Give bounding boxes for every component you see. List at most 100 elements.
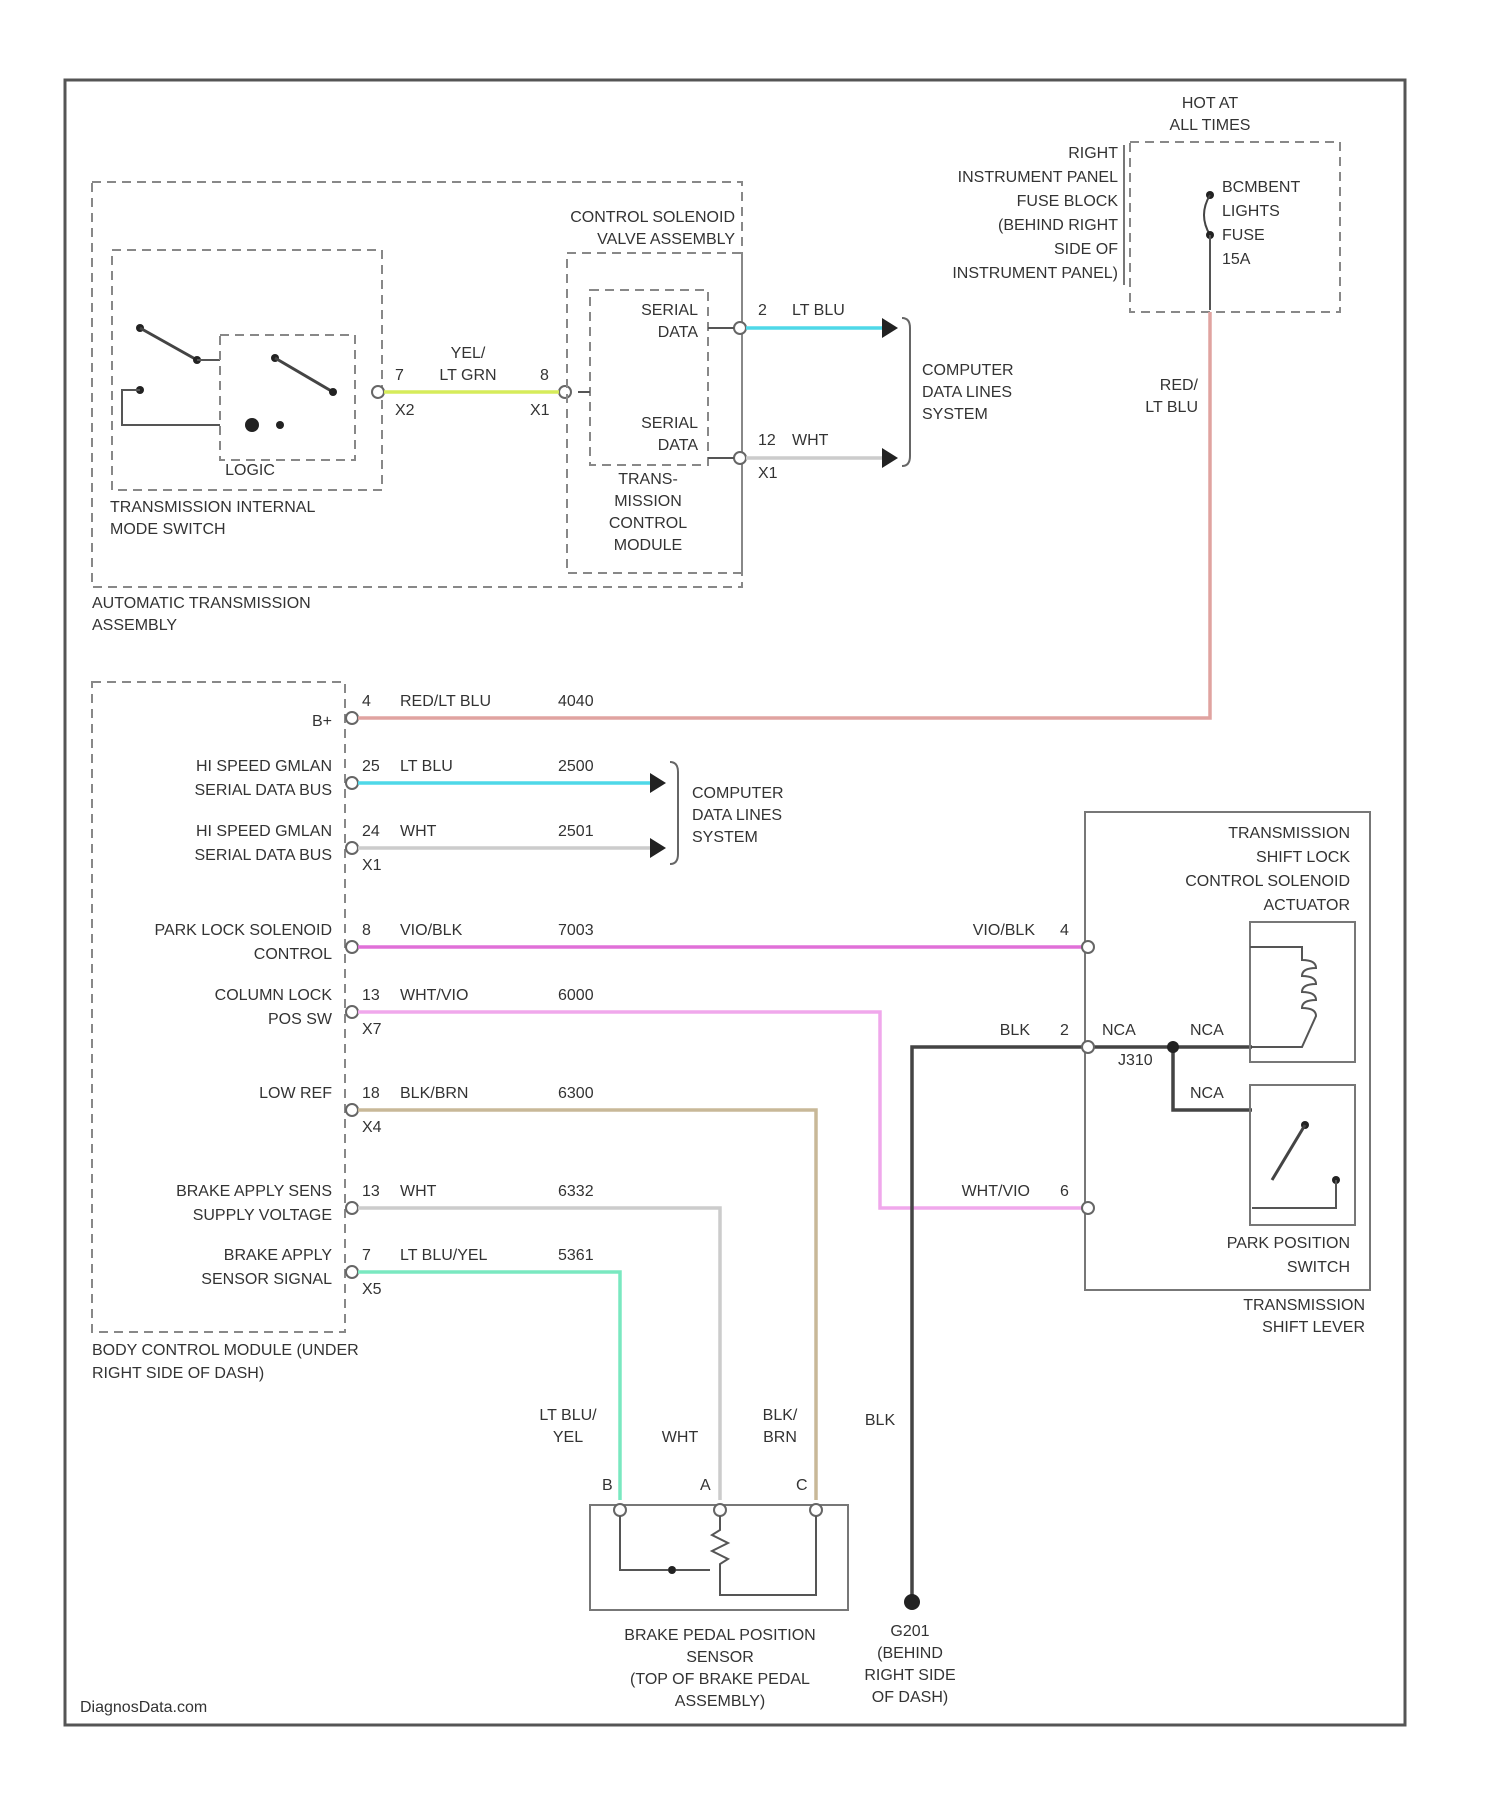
- bcm-connector-2: X1: [362, 857, 382, 874]
- bcm-circuit-name-6-line1: BRAKE APPLY SENS: [176, 1183, 332, 1200]
- actuator-label-1: TRANSMISSION: [1228, 825, 1350, 842]
- solenoid-label-1: CONTROL SOLENOID: [570, 209, 735, 226]
- tcm-data-lines-2: DATA LINES: [922, 384, 1012, 401]
- bcm-circuit-name-6-line2: SUPPLY VOLTAGE: [193, 1207, 332, 1224]
- fuse-wire-color-2: LT BLU: [1145, 399, 1198, 416]
- bcm-circuit-number-5: 6300: [558, 1085, 594, 1102]
- logic-label: LOGIC: [225, 462, 275, 479]
- bcm-circuit-number-4: 6000: [558, 987, 594, 1004]
- tcm-wht-pin: [734, 452, 746, 464]
- bcm-wire-color-4: WHT/VIO: [400, 987, 468, 1004]
- shift-blk-pin-number: 2: [1060, 1022, 1069, 1039]
- fuse-panel-label-1: RIGHT: [1068, 145, 1118, 162]
- transmission-assembly-label-1: AUTOMATIC TRANSMISSION: [92, 595, 311, 612]
- tcm-ltblu-arrow: [882, 318, 898, 338]
- switch-2-blade: [275, 358, 333, 392]
- solenoid-coil-icon: [1250, 947, 1316, 1047]
- bcm-outline: [92, 682, 345, 1332]
- bcm-connector-5: X4: [362, 1119, 382, 1136]
- tcm-ltblu-color: LT BLU: [792, 302, 845, 319]
- hot-at-all-times-line1: HOT AT: [1182, 95, 1239, 112]
- logic-dot-1: [245, 418, 259, 432]
- switch-2-contact: [329, 388, 337, 396]
- solenoid-label-2: VALVE ASSEMBLY: [597, 231, 735, 248]
- serial-data-2-line2: DATA: [658, 437, 699, 454]
- bcm-data-lines-1: COMPUTER: [692, 785, 784, 802]
- bcm-pin-7: [346, 1266, 358, 1278]
- switch-1-blade: [140, 328, 197, 360]
- bcm-pin-1: [346, 777, 358, 789]
- mode-switch-pin: [372, 386, 384, 398]
- brake-pin-a-terminal: [714, 1504, 726, 1516]
- hot-at-all-times-line2: ALL TIMES: [1170, 117, 1251, 134]
- fuse-label-3: FUSE: [1222, 227, 1265, 244]
- fuse-wire-color-1: RED/: [1160, 377, 1199, 394]
- shift-vio-color: VIO/BLK: [973, 922, 1036, 939]
- park-switch-wire: [1252, 1180, 1336, 1208]
- tcm-data-lines-3: SYSTEM: [922, 406, 988, 423]
- shift-lever-label-2: SHIFT LEVER: [1262, 1319, 1365, 1336]
- brake-pin-a: A: [700, 1477, 711, 1494]
- bcm-wire-color-7: LT BLU/YEL: [400, 1247, 488, 1264]
- bcm-circuit-name-1-line2: SERIAL DATA BUS: [194, 782, 332, 799]
- shift-vio-pin: [1082, 941, 1094, 953]
- ground-label-1: G201: [890, 1623, 929, 1640]
- mode-switch-outline: [112, 250, 382, 490]
- bcm-circuit-number-0: 4040: [558, 693, 594, 710]
- brake-sensor-label-3: (TOP OF BRAKE PEDAL: [630, 1671, 810, 1688]
- ground-wire-color: BLK: [865, 1412, 896, 1429]
- bcm-circuit-name-3-line2: CONTROL: [254, 946, 332, 963]
- ground-label-2: (BEHIND: [877, 1645, 943, 1662]
- bcm-wht-arrow: [650, 838, 666, 858]
- brake-pedal-position-sensor: LT BLU/ YEL WHT BLK/ BRN B A C BRAKE PED…: [539, 1407, 848, 1710]
- bcm-data-lines-2: DATA LINES: [692, 807, 782, 824]
- bcm-circuit-number-3: 7003: [558, 922, 594, 939]
- tcm-wht-color: WHT: [792, 432, 829, 449]
- tcm-ltblu-pin: [734, 322, 746, 334]
- bcm-pin-5: [346, 1104, 358, 1116]
- actuator-label-3: CONTROL SOLENOID: [1185, 873, 1350, 890]
- bcm-label-2: RIGHT SIDE OF DASH): [92, 1365, 264, 1382]
- mode-switch-label-2: MODE SWITCH: [110, 521, 226, 538]
- tcm-wht-pin-number: 12: [758, 432, 776, 449]
- fuse-label-4: 15A: [1222, 251, 1251, 268]
- brake-wht-color: WHT: [662, 1429, 699, 1446]
- bcm-wire-color-5: BLK/BRN: [400, 1085, 468, 1102]
- bcm-circuit-name-5-line1: LOW REF: [259, 1085, 332, 1102]
- bcm-wire-color-3: VIO/BLK: [400, 922, 463, 939]
- bcm-circuit-number-7: 5361: [558, 1247, 594, 1264]
- brake-sensor-label-4: ASSEMBLY): [675, 1693, 765, 1710]
- tcm-data-lines-1: COMPUTER: [922, 362, 1014, 379]
- bcm-b-plus: B+: [312, 713, 332, 730]
- serial-data-1-line1: SERIAL: [641, 302, 698, 319]
- logic-box: [220, 335, 355, 460]
- bcm-circuit-number-6: 6332: [558, 1183, 594, 1200]
- brake-ltblu-color-1: LT BLU/: [539, 1407, 597, 1424]
- fuse-panel-label-4: (BEHIND RIGHT: [998, 217, 1118, 234]
- brake-pin-b: B: [602, 1477, 613, 1494]
- bcm-circuit-name-4-line1: COLUMN LOCK: [215, 987, 333, 1004]
- bcm-circuit-number-1: 2500: [558, 758, 594, 775]
- brake-pin-c: C: [796, 1477, 808, 1494]
- yel-wire-color-2: LT GRN: [439, 367, 496, 384]
- bcm-pin-number-1: 25: [362, 758, 380, 775]
- fuse-label-1: BCMBENT: [1222, 179, 1300, 196]
- bcm-pin-2: [346, 842, 358, 854]
- shift-blk-pin: [1082, 1041, 1094, 1053]
- tcm-label-4: MODULE: [614, 537, 682, 554]
- actuator-label-2: SHIFT LOCK: [1256, 849, 1350, 866]
- yel-wire-conn-right: X1: [530, 402, 550, 419]
- automatic-transmission-assembly: AUTOMATIC TRANSMISSION ASSEMBLY TRANSMIS…: [92, 182, 1014, 634]
- fuse-label-2: LIGHTS: [1222, 203, 1280, 220]
- mode-switch-label-1: TRANSMISSION INTERNAL: [110, 499, 315, 516]
- nca-label-2: NCA: [1190, 1022, 1224, 1039]
- brake-sensor-label-1: BRAKE PEDAL POSITION: [624, 1627, 815, 1644]
- lt-blu-yel-wire: [358, 1272, 620, 1500]
- ground-point: [904, 1594, 920, 1610]
- shift-vio-pin-number: 4: [1060, 922, 1069, 939]
- actuator-label-4: ACTUATOR: [1263, 897, 1350, 914]
- bcm-wire-color-1: LT BLU: [400, 758, 453, 775]
- shift-lever-label-1: TRANSMISSION: [1243, 1297, 1365, 1314]
- tcm-ltblu-pin-number: 2: [758, 302, 767, 319]
